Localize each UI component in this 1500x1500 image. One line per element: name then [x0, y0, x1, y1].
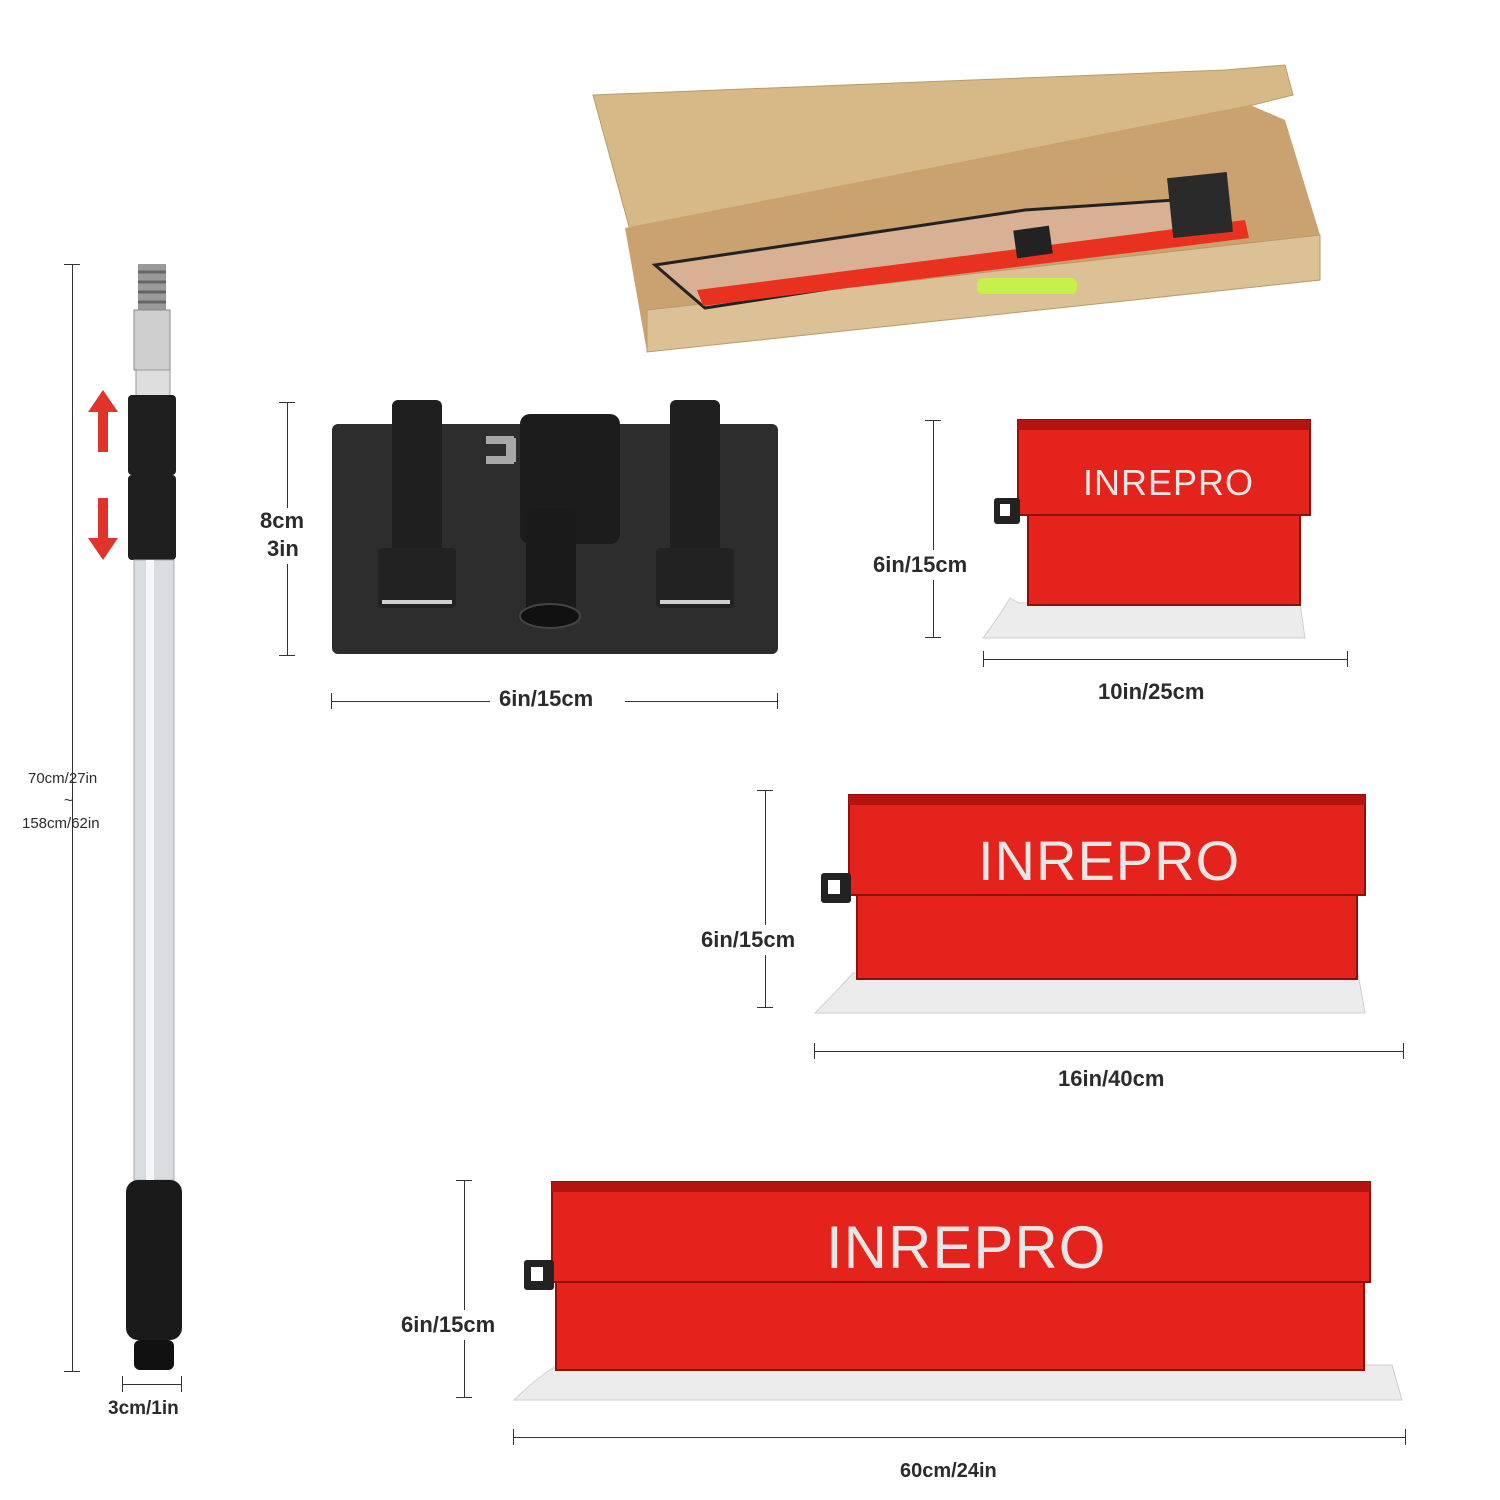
- blade-small-width-label: 10in/25cm: [1098, 679, 1205, 704]
- blade-large-width-label: 60cm/24in: [900, 1460, 997, 1482]
- pole-length-min-label: 70cm/27in: [28, 770, 98, 787]
- telescopic-pole-image: [126, 264, 182, 1370]
- blade-medium-height-label: 6in/15cm: [701, 927, 796, 952]
- blade-small-brand: INREPRO: [1083, 462, 1255, 503]
- blade-large-image: [512, 1181, 1403, 1401]
- blade-medium-brand: INREPRO: [978, 829, 1241, 892]
- blade-small-height-label: 6in/15cm: [873, 552, 968, 577]
- pole-diameter-label: 3cm/1in: [108, 1398, 179, 1419]
- extend-arrows-icon: [88, 390, 118, 560]
- box-pole-clamp: [1013, 225, 1053, 259]
- adapter-height-cm-label: 8cm: [260, 508, 305, 533]
- blade-large-height-label: 6in/15cm: [401, 1312, 496, 1337]
- box-adapter: [1167, 172, 1233, 238]
- packaged-box-image: [592, 64, 1321, 353]
- blade-large-brand: INREPRO: [826, 1214, 1107, 1281]
- pole-adapter-image: [332, 400, 778, 654]
- blade-small-image: [982, 419, 1311, 639]
- blade-medium-image: [813, 794, 1366, 1014]
- pole-length-max-label: 158cm/62in: [22, 815, 100, 832]
- blade-medium-width-label: 16in/40cm: [1058, 1066, 1165, 1091]
- box-carry-handle: [977, 278, 1077, 294]
- adapter-height-in-label: 3in: [267, 536, 299, 561]
- adapter-width-label: 6in/15cm: [499, 686, 594, 711]
- box-pole: [697, 220, 1249, 306]
- pole-length-separator: ~: [64, 792, 73, 809]
